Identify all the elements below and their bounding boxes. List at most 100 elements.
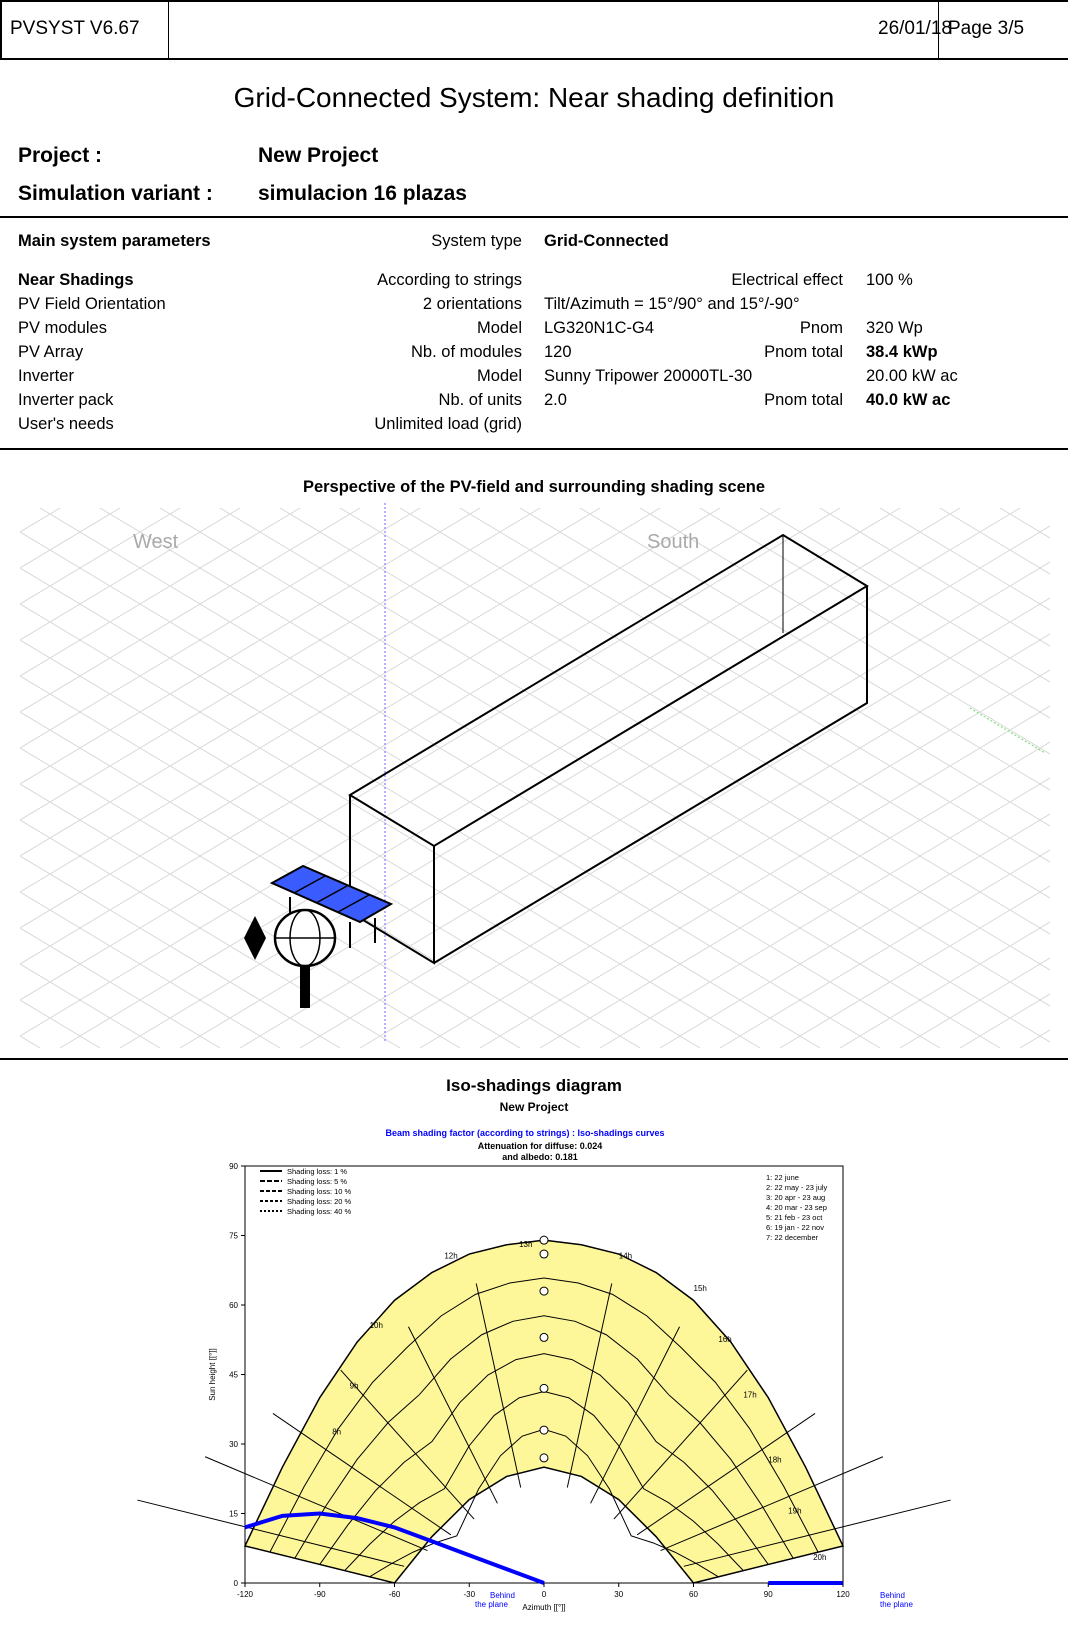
param-key2: Pnom bbox=[799, 319, 843, 337]
y-tick-label: 30 bbox=[229, 1440, 238, 1449]
grid-line bbox=[20, 508, 121, 569]
project-label: Project : bbox=[18, 144, 103, 167]
x-tick-label: 90 bbox=[764, 1590, 773, 1599]
param-label: Near Shadings bbox=[18, 271, 134, 289]
param-val: LG320N1C-G4 bbox=[544, 319, 655, 337]
x-tick-label: -90 bbox=[314, 1590, 326, 1599]
param-key: Unlimited load (grid) bbox=[374, 415, 522, 433]
grid-line bbox=[959, 993, 1050, 1048]
grid-line bbox=[759, 508, 1050, 683]
sun-hour-line bbox=[613, 1369, 748, 1520]
title-section: Grid-Connected System: Near shading defi… bbox=[0, 58, 1068, 218]
param-label: PV Field Orientation bbox=[18, 295, 166, 313]
sun-date-curve bbox=[269, 1277, 819, 1553]
horizon-line bbox=[244, 1511, 545, 1585]
grid-line bbox=[999, 508, 1050, 539]
grid-line bbox=[20, 819, 401, 1048]
param-val: 120 bbox=[544, 343, 572, 361]
y-tick-label: 60 bbox=[229, 1301, 238, 1310]
x-tick-label: 0 bbox=[542, 1590, 547, 1599]
sun-hour-line bbox=[204, 1456, 428, 1552]
params-heading: Main system parameters bbox=[18, 232, 211, 250]
grid-line bbox=[879, 508, 1050, 611]
grid-line bbox=[239, 561, 1050, 1048]
iso-title: Iso-shadings diagram bbox=[446, 1076, 622, 1095]
behind-plane-label: Behind bbox=[880, 1591, 905, 1600]
date-legend-entry: 3: 20 apr - 23 aug bbox=[766, 1193, 825, 1202]
grid-line bbox=[119, 508, 1021, 1048]
attenuation-line-1: Attenuation for diffuse: 0.024 bbox=[478, 1141, 603, 1151]
sun-hour-line bbox=[566, 1283, 613, 1488]
grid-line bbox=[20, 508, 181, 605]
grid-line bbox=[20, 508, 601, 857]
noon-marker bbox=[539, 1453, 549, 1463]
behind-plane-label: Behind bbox=[490, 1591, 515, 1600]
hour-label: 10h bbox=[370, 1321, 383, 1330]
param-key2: Electrical effect bbox=[731, 271, 843, 289]
grid-line bbox=[539, 741, 1050, 1048]
param-val: Sunny Tripower 20000TL-30 bbox=[544, 367, 753, 385]
grid-line bbox=[779, 885, 1050, 1048]
software-version: PVSYST V6.67 bbox=[0, 0, 169, 58]
pv-array bbox=[269, 864, 394, 948]
grid-line bbox=[960, 448, 1068, 1048]
grid-line bbox=[699, 508, 1050, 719]
grid-line bbox=[839, 921, 1050, 1048]
grid-line bbox=[20, 747, 521, 1048]
date-legend-entry: 5: 21 feb - 23 oct bbox=[766, 1213, 823, 1222]
sun-date-curve bbox=[294, 1315, 794, 1559]
param-val: 2.0 bbox=[544, 391, 567, 409]
noon-marker bbox=[539, 1332, 549, 1342]
param-val2: 40.0 kW ac bbox=[866, 391, 951, 409]
hour-label: 18h bbox=[768, 1456, 781, 1465]
hour-label: 8h bbox=[332, 1428, 341, 1437]
grid-line bbox=[20, 508, 841, 1001]
param-label: PV Array bbox=[18, 343, 84, 361]
param-key: 2 orientations bbox=[422, 295, 522, 313]
hour-label: 16h bbox=[718, 1335, 731, 1344]
date-legend-entry: 6: 19 jan - 22 nov bbox=[766, 1223, 824, 1232]
x-axis-label: Azimuth [[°]] bbox=[522, 1603, 565, 1612]
system-parameters: Main system parameters System type Grid-… bbox=[0, 216, 1068, 450]
perspective-section: Perspective of the PV-field and surround… bbox=[0, 448, 1068, 1060]
beam-title: Beam shading factor (according to string… bbox=[385, 1128, 664, 1138]
sun-hour-line bbox=[590, 1326, 680, 1504]
report-header: PVSYST V6.67 26/01/18 Page 3/5 bbox=[0, 0, 1068, 60]
y-tick-label: 15 bbox=[229, 1510, 238, 1519]
shading-building bbox=[348, 533, 869, 965]
param-val2: 20.00 kW ac bbox=[866, 367, 958, 385]
param-val2: 38.4 kWp bbox=[866, 343, 938, 361]
grid-line bbox=[1020, 448, 1068, 1048]
sun-date-curve bbox=[319, 1353, 769, 1565]
grid-line bbox=[59, 508, 961, 1048]
sun-hour-line bbox=[408, 1326, 498, 1504]
variant-label: Simulation variant : bbox=[18, 182, 213, 205]
param-key: Model bbox=[477, 367, 522, 385]
y-tick-label: 75 bbox=[229, 1232, 238, 1241]
date-legend-entry: 2: 22 may - 23 july bbox=[766, 1183, 828, 1192]
sun-hour-line bbox=[272, 1413, 452, 1536]
system-type-label: System type bbox=[431, 232, 522, 250]
grid-line bbox=[179, 525, 1050, 1048]
sun-hour-line bbox=[683, 1499, 951, 1567]
param-key: Nb. of modules bbox=[411, 343, 522, 361]
date-legend-entry: 1: 22 june bbox=[766, 1173, 799, 1182]
x-tick-label: -120 bbox=[237, 1590, 254, 1599]
grid-line bbox=[939, 508, 1050, 575]
hour-label: 13h bbox=[519, 1240, 532, 1249]
grid-line bbox=[219, 508, 1050, 1007]
y-tick-label: 90 bbox=[229, 1162, 238, 1171]
hour-label: 15h bbox=[694, 1284, 707, 1293]
grid-line bbox=[359, 633, 1050, 1048]
sun-hour-line bbox=[475, 1283, 522, 1488]
legend-entry: Shading loss: 1 % bbox=[287, 1167, 347, 1176]
hour-label: 9h bbox=[350, 1381, 359, 1390]
noon-marker bbox=[539, 1235, 549, 1245]
noon-marker bbox=[539, 1249, 549, 1259]
perspective-title: Perspective of the PV-field and surround… bbox=[302, 478, 766, 496]
grid-line bbox=[899, 957, 1050, 1048]
hour-label: 17h bbox=[743, 1391, 756, 1400]
date-legend-entry: 4: 20 mar - 23 sep bbox=[766, 1203, 827, 1212]
legend-entry: Shading loss: 40 % bbox=[287, 1207, 352, 1216]
